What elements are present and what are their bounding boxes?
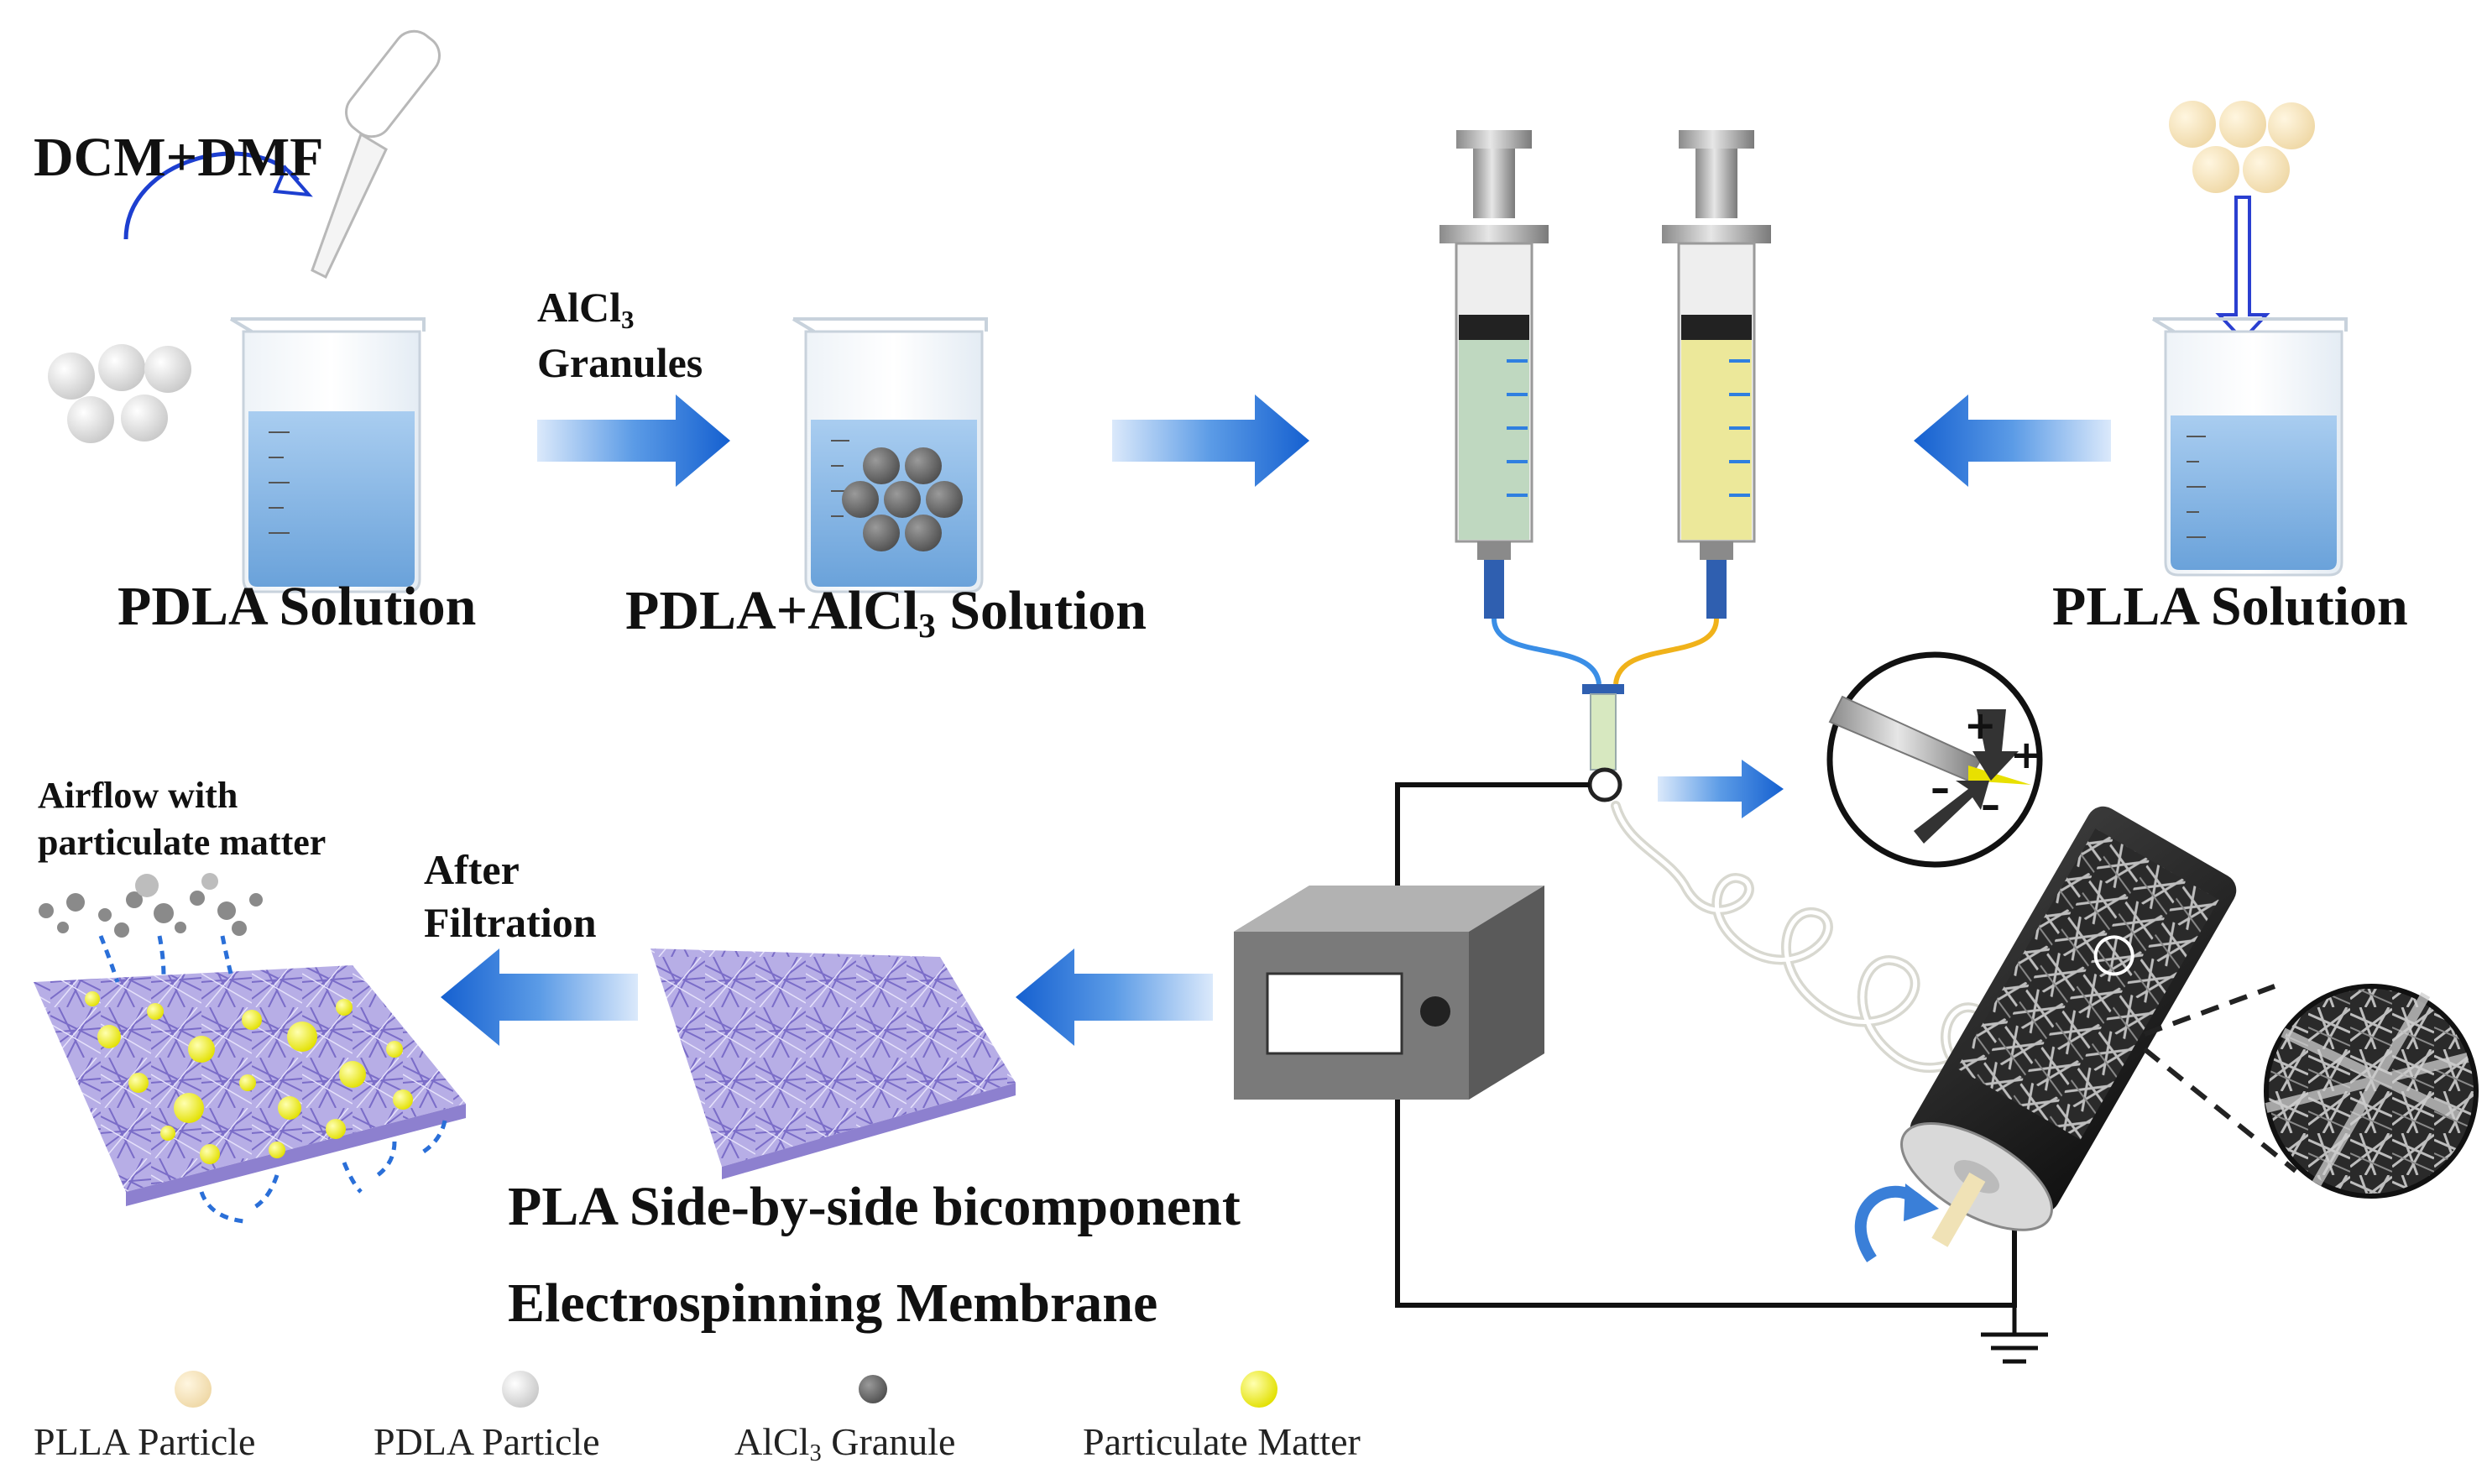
legend-plla-particle: PLLA Particle [34, 1420, 256, 1463]
pdla-solution-label: PDLA Solution [118, 576, 477, 637]
legend-alcl3-granule: AlCl3 Granule [734, 1420, 956, 1467]
sem-zoom-line-2 [2143, 1047, 2297, 1173]
alcl3-granules-label: AlCl3 Granules [537, 284, 703, 386]
beaker-pdla-alcl3-solution [792, 317, 988, 593]
arrow-to-nozzle-zoom [1658, 760, 1784, 818]
arrow-plla-to-syringe [1914, 395, 2111, 487]
charge-minus-2: – [1981, 782, 2000, 828]
arrow-add-alcl3 [537, 395, 730, 487]
pdla-particle-cluster [48, 344, 191, 443]
after-filtration-label: After Filtration [424, 846, 597, 946]
alcl3-granules [842, 447, 963, 551]
pipette [311, 29, 441, 280]
plla-particle-cluster [2169, 101, 2315, 193]
solvent-label: DCM+DMF [34, 127, 324, 188]
legend-marker-pdla [502, 1371, 539, 1408]
syringe-pdla [1439, 130, 1549, 619]
membrane-after-filtration [34, 873, 466, 1224]
curved-arrow-head [273, 165, 313, 197]
pdla-alcl3-solution-label: PDLA+AlCl3 Solution [625, 580, 1147, 645]
legend-pdla-particle: PDLA Particle [374, 1420, 600, 1463]
charge-plus-1: + [1964, 703, 1997, 748]
charge-minus-1: – [1931, 766, 1950, 811]
sem-fiber-zoom [2264, 984, 2479, 1199]
legend-marker-alcl3 [859, 1375, 887, 1403]
arrow-to-syringe [1112, 395, 1309, 487]
membrane-title-line2: Electrospinning Membrane [508, 1272, 1158, 1334]
syringe-plla [1662, 130, 1771, 619]
captured-particulate-matter [85, 991, 413, 1164]
yellow-tube [1613, 618, 1719, 685]
plla-down-arrow [2215, 196, 2270, 342]
plla-solution-label: PLLA Solution [2052, 576, 2408, 637]
arrow-to-membrane [1016, 948, 1213, 1046]
beaker-pdla-solution [229, 317, 426, 593]
charge-plus-2: + [2010, 732, 2043, 777]
sem-zoom-line-1 [2143, 984, 2276, 1037]
blue-tube [1492, 618, 1601, 685]
pla-membrane [650, 948, 1016, 1179]
legend-marker-plla [175, 1371, 212, 1408]
airborne-particulate-matter [39, 873, 263, 938]
high-voltage-power-supply [1234, 886, 1544, 1100]
airflow-label: Airflow with particulate matter [38, 775, 327, 864]
wire-nozzle-to-power [1395, 782, 1590, 890]
membrane-title-line1: PLA Side-by-side bicomponent [508, 1176, 1241, 1237]
wire-power-to-ground [1395, 1091, 2017, 1308]
rotating-drum-collector [1900, 806, 2237, 1247]
curved-pour-arrow [123, 151, 300, 240]
legend-marker-pm [1241, 1371, 1277, 1408]
nozzle-zoom-view [1826, 651, 2043, 868]
arrow-to-filtration [441, 948, 638, 1046]
spinneret-nozzle [1582, 684, 1624, 802]
ground-symbol [1981, 1305, 2048, 1364]
legend-particulate-matter: Particulate Matter [1083, 1420, 1361, 1463]
beaker-plla-solution [2151, 317, 2348, 577]
